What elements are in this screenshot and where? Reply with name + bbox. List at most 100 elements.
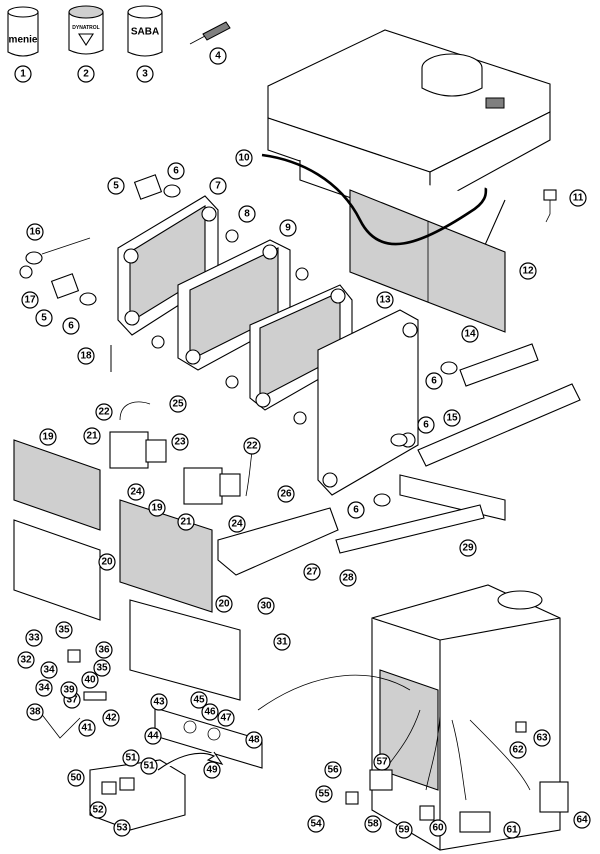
callout-circle — [122, 749, 140, 767]
callout-8: 8 — [238, 205, 256, 223]
callout-circle — [150, 693, 168, 711]
callout-number: 2 — [83, 69, 89, 80]
callout-number: 26 — [280, 489, 292, 500]
callout-number: 25 — [172, 399, 184, 410]
assembled-boiler — [371, 584, 561, 851]
callout-circle — [140, 757, 158, 775]
callout-21: 21 — [177, 513, 195, 531]
nipples — [151, 229, 309, 425]
callout-62: 62 — [509, 741, 527, 759]
callout-number: 11 — [573, 193, 584, 204]
callout-number: 19 — [42, 432, 54, 443]
callout-number: 5 — [41, 313, 47, 324]
callout-51: 51 — [122, 749, 140, 767]
callout-number: 44 — [147, 731, 159, 742]
gas-valve-21 — [183, 451, 253, 505]
callout-54: 54 — [307, 815, 325, 833]
callout-circle — [169, 395, 187, 413]
callout-number: 21 — [180, 517, 192, 528]
callout-circle — [177, 513, 195, 531]
callout-number: 33 — [28, 633, 40, 644]
callout-circle — [347, 501, 365, 519]
can-label-saba: SABA — [131, 27, 159, 38]
callout-32: 32 — [17, 651, 35, 669]
callout-number: 19 — [151, 503, 163, 514]
callout-circle — [107, 177, 125, 195]
callout-circle — [14, 65, 32, 83]
callout-16: 16 — [26, 223, 44, 241]
callout-circle — [78, 719, 96, 737]
callout-circle — [209, 47, 227, 65]
callout-number: 53 — [116, 823, 128, 834]
callout-circle — [95, 403, 113, 421]
cleaning-brush — [189, 21, 231, 45]
callout-25: 25 — [169, 395, 187, 413]
callout-number: 51 — [125, 753, 137, 764]
callout-circle — [102, 709, 120, 727]
callout-35: 35 — [55, 621, 73, 639]
callout-number: 9 — [285, 223, 291, 234]
callout-circle — [395, 821, 413, 839]
callout-41: 41 — [78, 719, 96, 737]
callout-circle — [324, 761, 342, 779]
callout-6: 6 — [62, 317, 80, 335]
callout-circle — [257, 597, 275, 615]
callout-number: 23 — [174, 437, 186, 448]
callout-number: 41 — [81, 723, 93, 734]
callout-number: 61 — [506, 825, 518, 836]
callout-number: 50 — [70, 773, 82, 784]
callout-circle — [273, 633, 291, 651]
callout-number: 6 — [431, 376, 437, 387]
callout-circle — [443, 409, 461, 427]
callout-circle — [203, 761, 221, 779]
callout-5: 5 — [35, 309, 53, 327]
callout-34: 34 — [40, 661, 58, 679]
callout-circle — [509, 741, 527, 759]
callout-21: 21 — [83, 427, 101, 445]
callout-number: 54 — [310, 819, 322, 830]
callout-30: 30 — [257, 597, 275, 615]
callout-27: 27 — [303, 563, 321, 581]
callout-circle — [461, 325, 479, 343]
callout-circle — [245, 731, 263, 749]
callout-number: 24 — [231, 519, 243, 530]
callout-circle — [127, 483, 145, 501]
burner-frame — [13, 519, 241, 701]
callout-circle — [21, 291, 39, 309]
callout-circle — [215, 595, 233, 613]
callout-circle — [93, 659, 111, 677]
callout-circle — [228, 515, 246, 533]
callout-42: 42 — [102, 709, 120, 727]
callout-47: 47 — [217, 709, 235, 727]
callout-circle — [62, 317, 80, 335]
callout-2: 2 — [77, 65, 95, 83]
can-label-menie: menie — [9, 35, 38, 46]
callout-55: 55 — [315, 785, 333, 803]
callout-49: 49 — [203, 761, 221, 779]
callout-31: 31 — [273, 633, 291, 651]
callout-number: 20 — [218, 599, 230, 610]
callout-number: 34 — [43, 665, 55, 676]
callout-35: 35 — [93, 659, 111, 677]
rotation-arrow — [157, 751, 224, 771]
callout-circle — [503, 821, 521, 839]
callout-circle — [533, 729, 551, 747]
grease-tub-dynatrol: DYNATROL — [68, 5, 104, 55]
callout-number: 30 — [260, 601, 272, 612]
callout-46: 46 — [201, 703, 219, 721]
callout-circle — [238, 205, 256, 223]
callout-number: 21 — [86, 431, 98, 442]
draft-hood — [267, 29, 551, 246]
callout-48: 48 — [245, 731, 263, 749]
callout-circle — [279, 219, 297, 237]
callout-38: 38 — [26, 703, 44, 721]
callout-36: 36 — [95, 641, 113, 659]
pilot-parts — [345, 721, 569, 833]
callout-number: 40 — [84, 675, 96, 686]
callout-circle — [26, 223, 44, 241]
callout-number: 52 — [92, 805, 104, 816]
callout-number: 6 — [173, 166, 179, 177]
callout-23: 23 — [171, 433, 189, 451]
callout-circle — [243, 437, 261, 455]
